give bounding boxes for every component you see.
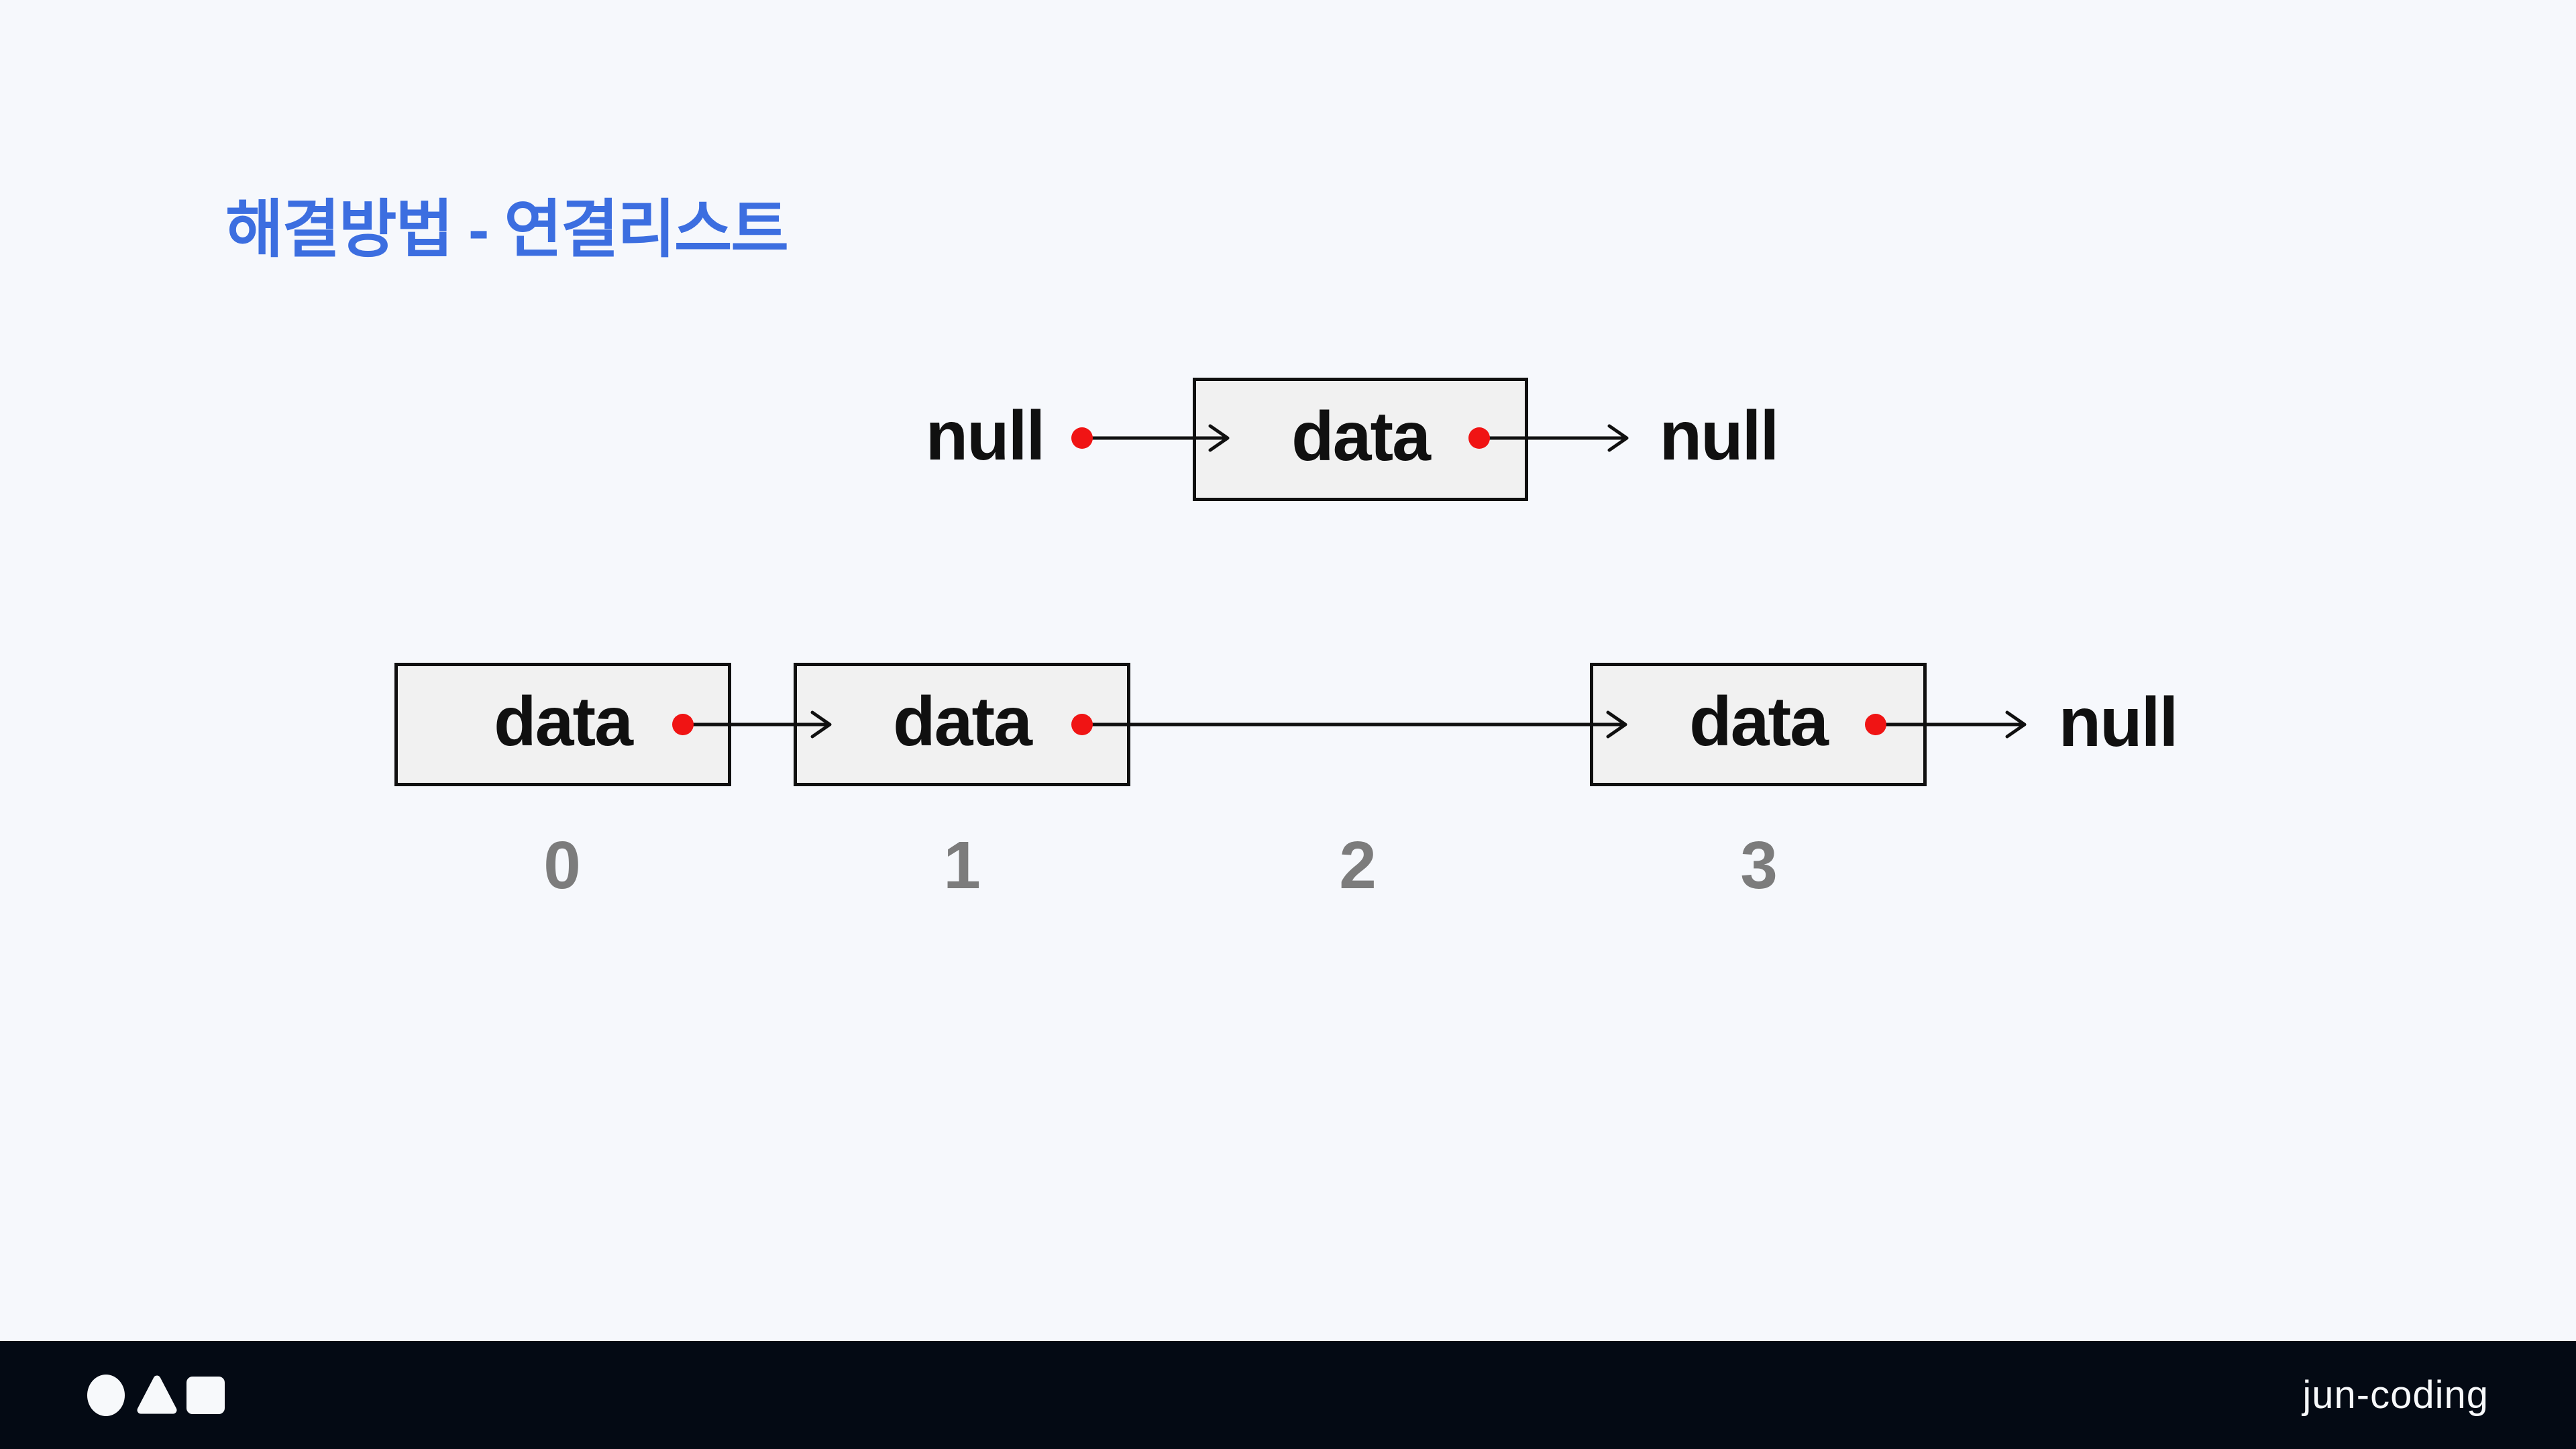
bottom-node-box-1: data [794, 663, 1130, 786]
slide-title: 해결방법 - 연결리스트 [225, 194, 789, 264]
bottom-node-box-3: data [1590, 663, 1927, 786]
bottom-node-label-3: data [1689, 683, 1829, 761]
bottom-node-box-0: data [394, 663, 731, 786]
top-head-null-label: null [925, 397, 1046, 475]
arrowhead-icon [2005, 710, 2027, 739]
index-label-3: 3 [1740, 828, 1778, 903]
pointer-dot-icon [1071, 427, 1093, 449]
triangle-icon [137, 1375, 177, 1413]
footer-bar: jun-coding [0, 1341, 2576, 1449]
index-label-0: 0 [543, 828, 581, 903]
square-icon [186, 1376, 225, 1414]
circle-icon [87, 1374, 125, 1416]
bottom-node-label-1: data [893, 683, 1032, 761]
brand-text: jun-coding [2302, 1373, 2489, 1417]
index-label-1: 1 [943, 828, 981, 903]
arrow-node1-to-node3 [1080, 710, 1627, 739]
logo [87, 1374, 225, 1416]
index-label-2: 2 [1339, 828, 1377, 903]
top-tail-null-label: null [1659, 397, 1780, 475]
bottom-node-label-0: data [494, 683, 633, 761]
top-node-label: data [1291, 398, 1431, 476]
bottom-tail-null-label: null [2058, 684, 2179, 761]
top-node-box: data [1193, 378, 1528, 501]
arrowhead-icon [1607, 424, 1629, 452]
